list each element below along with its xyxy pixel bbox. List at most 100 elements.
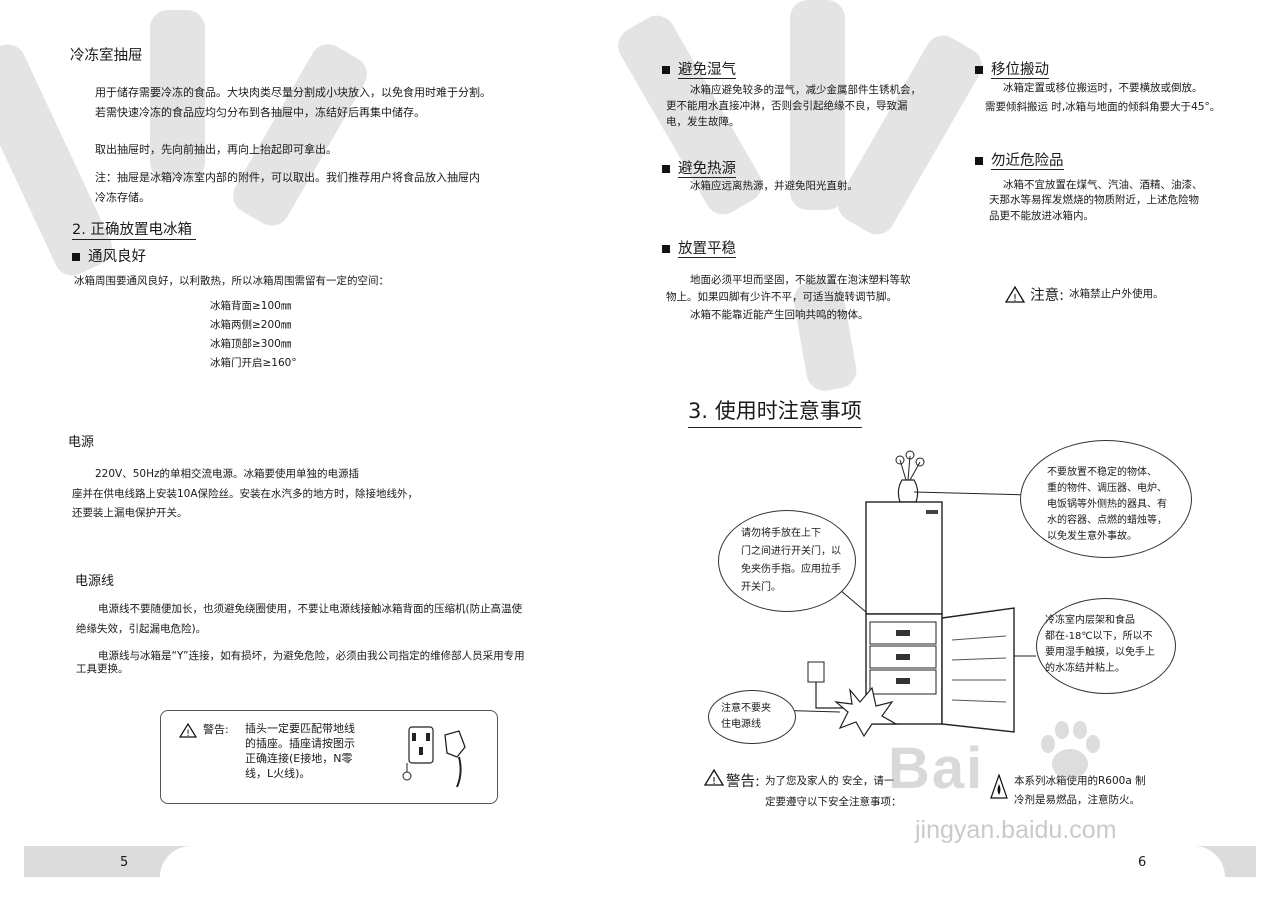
bullet-square-icon — [662, 245, 670, 253]
fridge-illustration — [769, 450, 1036, 738]
bubble-line: 的水冻结并粘上。 — [1045, 663, 1125, 674]
danger-heading: 勿近危险品 — [975, 149, 1064, 170]
warning-text: 插头一定要匹配带地线 的插座。插座请按图示 正确连接(E接地，N零 线，L火线)… — [245, 721, 355, 781]
warning-triangle-icon: ! — [179, 723, 197, 738]
power-title: 电源 — [68, 435, 95, 450]
bubble-line: 请勿将手放在上下 — [741, 528, 821, 539]
drawer-p3-l2: 冷冻存储。 — [95, 191, 150, 204]
bubble-line: 电饭锅等外侧热的器具、有 — [1047, 499, 1167, 510]
clearance-item: 冰箱背面≥100㎜ — [210, 300, 292, 312]
move-l2: 需要倾斜搬运 时,冰箱与地面的倾斜角要大于45°。 — [985, 101, 1221, 113]
bubble-line: 要用湿手触摸，以免手上 — [1045, 647, 1155, 658]
drawer-p1-l1: 用于储存需要冷冻的食品。大块肉类尽量分割成小块放入，以免食用时难于分割。 — [95, 86, 491, 99]
move-title: 移位搬动 — [991, 62, 1049, 79]
power-l3: 还要装上漏电保护开关。 — [72, 507, 188, 519]
humid-l1: 冰箱应避免较多的湿气，减少金属部件生锈机会， — [690, 84, 921, 96]
safety-warning-label: 警告: — [726, 774, 760, 790]
svg-text:!: ! — [712, 776, 716, 786]
drawer-p1-l2: 若需快速冷冻的食品应均匀分布到各抽屉中，冻结好后再集中储存。 — [95, 106, 425, 119]
clearance-list: 冰箱背面≥100㎜ 冰箱两侧≥200㎜ 冰箱顶部≥300㎜ 冰箱门开启≥160° — [210, 297, 297, 373]
svg-text:!: ! — [1013, 293, 1017, 303]
watermark-logo: Bai — [888, 736, 985, 801]
power-l2: 座并在供电线路上安装10A保险丝。安装在水汽多的地方时，除接地线外， — [72, 488, 419, 500]
level-l3: 冰箱不能靠近能产生回响共鸣的物体。 — [690, 309, 869, 321]
level-title: 放置平稳 — [678, 241, 736, 258]
bg-ray — [790, 0, 845, 210]
bullet-square-icon — [975, 66, 983, 74]
power-l1: 220V、50Hz的单相交流电源。冰箱要使用单独的电源插 — [95, 468, 359, 480]
bullet-square-icon — [975, 157, 983, 165]
humid-l3: 电，发生故障。 — [666, 116, 740, 128]
cord-p2-l2: 工具更换。 — [76, 663, 129, 675]
warning-line: 正确连接(E接地，N零 — [245, 752, 353, 765]
safety-warning-l2: 定要遵守以下安全注意事项： — [765, 796, 902, 808]
bubble-line: 免夹伤手指。应用拉手 — [741, 564, 841, 575]
bubble-line: 不要放置不稳定的物体、 — [1047, 467, 1157, 478]
refrigerant-l1: 本系列冰箱使用的R600a 制 — [1014, 775, 1146, 787]
heat-text: 冰箱应远离热源，并避免阳光直射。 — [690, 180, 858, 192]
clearance-item: 冰箱顶部≥300㎜ — [210, 338, 292, 350]
level-heading: 放置平稳 — [662, 237, 736, 258]
footer-curve — [160, 846, 630, 877]
danger-l3: 品更不能放进冰箱内。 — [989, 210, 1094, 222]
bubble-line: 门之间进行开关门，以 — [741, 546, 841, 557]
bg-ray — [150, 10, 205, 180]
footer-curve — [650, 846, 1225, 877]
cord-title: 电源线 — [75, 574, 115, 589]
bg-ray — [226, 37, 374, 233]
refrigerant-l2: 冷剂是易燃品，注意防火。 — [1014, 794, 1140, 806]
bubble-line: 冷冻室内层架和食品 — [1045, 615, 1135, 626]
caution-note: ! 注意: 冰箱禁止户外使用。 — [1004, 284, 1164, 305]
danger-l2: 天那水等易挥发燃烧的物质附近，上述危险物 — [989, 194, 1199, 206]
bubble-line: 重的物件、调压器、电炉、 — [1047, 483, 1167, 494]
humid-l2: 更不能用水直接冲淋，否则会引起绝缘不良，导致漏 — [666, 100, 908, 112]
page-number-right: 6 — [1138, 855, 1147, 870]
cord-p1-l1: 电源线不要随便加长，也须避免绕圈使用，不要让电源线接触冰箱背面的压缩机(防止高温… — [98, 603, 523, 615]
svg-text:!: ! — [186, 729, 190, 738]
warning-line: 的插座。插座请按图示 — [245, 737, 355, 750]
bullet-square-icon — [662, 66, 670, 74]
vent-text: 冰箱周围要通风良好，以利散热，所以冰箱周围需留有一定的空间： — [74, 275, 389, 287]
paw-watermark-icon — [1041, 721, 1100, 779]
warning-triangle-icon: ! — [704, 769, 724, 786]
bullet-square-icon — [72, 253, 80, 261]
move-heading: 移位搬动 — [975, 58, 1049, 79]
clearance-item: 冰箱门开启≥160° — [210, 357, 297, 369]
drawer-p2: 取出抽屉时，先向前抽出，再向上抬起即可拿出。 — [95, 143, 337, 156]
page-number-left: 5 — [120, 855, 129, 870]
cord-p1-l2: 绝缘失效，引起漏电危险)。 — [76, 623, 207, 635]
caution-text: 冰箱禁止户外使用。 — [1069, 288, 1164, 300]
bubble-line: 注意不要夹 — [721, 703, 771, 714]
bubble-line: 开关门。 — [741, 582, 781, 593]
vent-title: 通风良好 — [88, 249, 146, 265]
bubble-hand-warning: 请勿将手放在上下 门之间进行开关门，以 免夹伤手指。应用拉手 开关门。 — [718, 510, 856, 612]
bullet-square-icon — [662, 165, 670, 173]
flame-warning-icon — [990, 774, 1008, 799]
plug-socket-illustration — [402, 726, 466, 788]
bubble-cord-warning: 注意不要夹 住电源线 — [708, 690, 796, 744]
safety-warning-l1: 为了您及家人的 安全，请一 — [765, 775, 895, 787]
heat-title: 避免热源 — [678, 161, 736, 178]
warning-label: 警告: — [203, 723, 229, 736]
section-2-title: 2. 正确放置电冰箱 — [72, 218, 196, 240]
danger-title: 勿近危险品 — [991, 153, 1064, 170]
warning-line: 插头一定要匹配带地线 — [245, 722, 355, 735]
cord-p2-l1: 电源线与冰箱是“Y”连接，如有损坏，为避免危险，必须由我公司指定的维修部人员采用… — [98, 650, 525, 662]
warning-box: ! 警告: 插头一定要匹配带地线 的插座。插座请按图示 正确连接(E接地，N零 … — [160, 710, 498, 804]
humid-title: 避免湿气 — [678, 62, 736, 79]
danger-l1: 冰箱不宜放置在煤气、汽油、酒精、油漆、 — [1003, 179, 1203, 191]
bubble-line: 住电源线 — [721, 719, 761, 730]
bubble-line: 水的容器、点燃的蜡烛等， — [1047, 515, 1167, 526]
drawer-p3-l1: 注：抽屉是冰箱冷冻室内部的附件，可以取出。我们推荐用户将食品放入抽屉内 — [95, 171, 480, 184]
warning-triangle-icon: ! — [1004, 285, 1026, 304]
humid-heading: 避免湿气 — [662, 58, 736, 79]
caution-label: 注意: — [1030, 288, 1064, 304]
clearance-item: 冰箱两侧≥200㎜ — [210, 319, 292, 331]
drawer-title: 冷冻室抽屉 — [70, 48, 143, 64]
bubble-line: 都在-18℃以下，所以不 — [1045, 631, 1153, 642]
move-l1: 冰箱定置或移位搬运时，不要横放或倒放。 — [1003, 82, 1203, 94]
warning-line: 线，L火线)。 — [245, 767, 311, 780]
heat-heading: 避免热源 — [662, 157, 736, 178]
bubble-freezer-warning: 冷冻室内层架和食品 都在-18℃以下，所以不 要用湿手触摸，以免手上 的水冻结并… — [1036, 598, 1176, 694]
bubble-top-warning: 不要放置不稳定的物体、 重的物件、调压器、电炉、 电饭锅等外侧热的器具、有 水的… — [1020, 440, 1192, 558]
